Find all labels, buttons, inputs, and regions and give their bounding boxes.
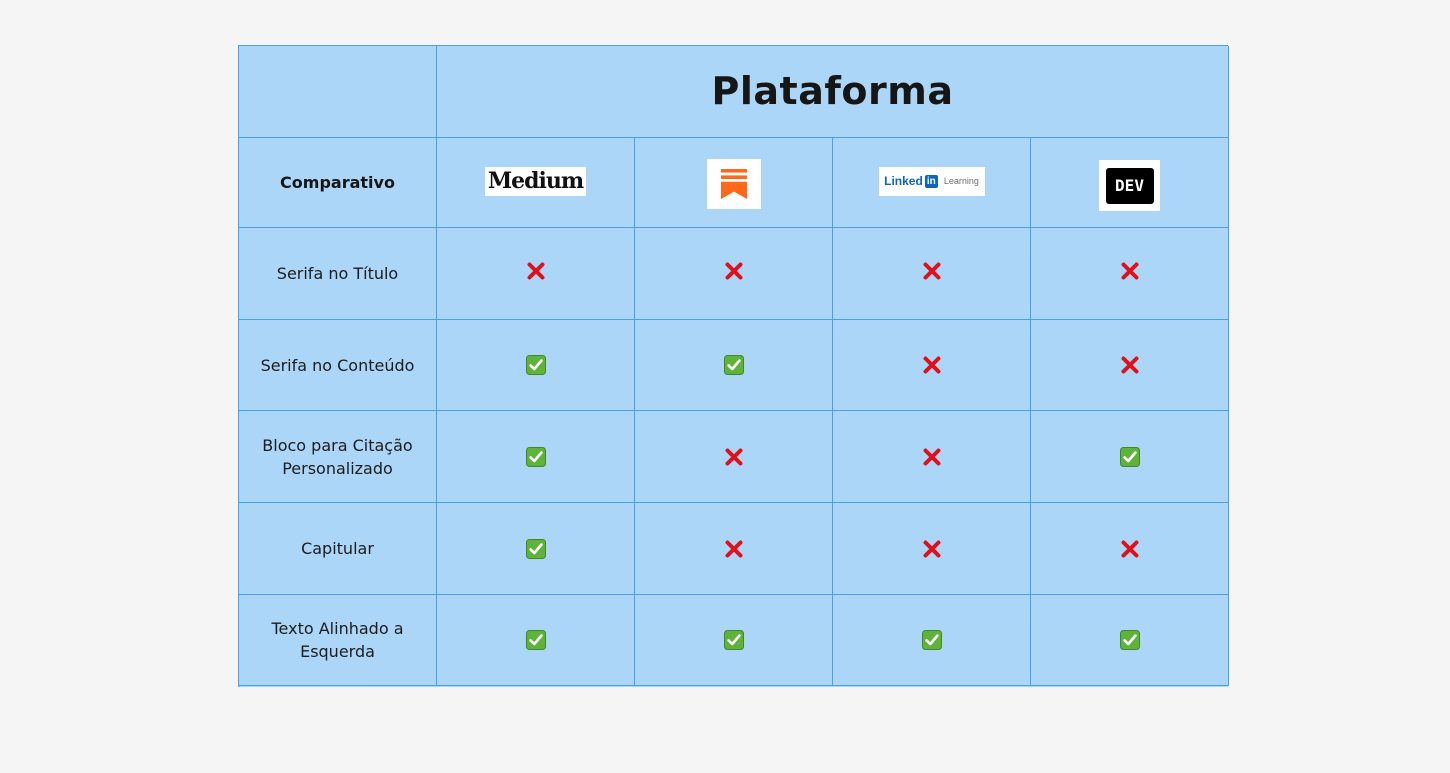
feature-value-cell (437, 228, 635, 320)
cross-mark-icon (724, 261, 744, 281)
cross-mark-icon (526, 261, 546, 281)
feature-value-cell (833, 320, 1031, 411)
check-mark-icon (723, 355, 744, 375)
feature-value-cell (437, 503, 635, 595)
check-mark-icon (525, 630, 546, 650)
platform-header-substack (635, 138, 833, 228)
feature-value-cell (833, 228, 1031, 320)
feature-value-cell (635, 595, 833, 686)
platform-header-linkedin: Linked in Learning (833, 138, 1031, 228)
feature-value-cell (437, 411, 635, 503)
dev-logo-text: DEV (1105, 167, 1154, 204)
feature-value-cell (635, 320, 833, 411)
cross-mark-icon (724, 539, 744, 559)
linkedin-learning-logo: Linked in Learning (878, 167, 985, 196)
row-label-cell: Serifa no Título (239, 228, 437, 320)
feature-value-cell (833, 503, 1031, 595)
row-label: Serifa no Conteúdo (260, 355, 415, 375)
table-title: Plataforma (711, 69, 954, 113)
row-label-cell: Texto Alinhado a Esquerda (239, 595, 437, 686)
check-mark-icon (723, 630, 744, 650)
feature-value-cell (1031, 228, 1229, 320)
linkedin-learning-text: Learning (943, 176, 979, 186)
cross-mark-icon (922, 447, 942, 467)
cross-mark-icon (922, 539, 942, 559)
row-label-cell: Serifa no Conteúdo (239, 320, 437, 411)
check-mark-icon (525, 355, 546, 375)
feature-value-cell (833, 595, 1031, 686)
feature-value-cell (1031, 503, 1229, 595)
feature-value-cell (635, 503, 833, 595)
cross-mark-icon (922, 355, 942, 375)
linkedin-wordmark: Linked in (884, 170, 938, 193)
medium-logo-text: Medium (487, 168, 584, 194)
substack-icon (720, 168, 747, 199)
row-label: Capitular (301, 539, 374, 558)
check-mark-icon (525, 446, 546, 467)
title-cell: Plataforma (437, 46, 1229, 138)
cross-mark-icon (1120, 539, 1140, 559)
feature-value-cell (437, 595, 635, 686)
cross-mark-icon (724, 447, 744, 467)
check-mark-icon (921, 630, 942, 650)
platform-header-dev: DEV (1031, 138, 1229, 228)
feature-value-cell (635, 228, 833, 320)
row-label: Serifa no Título (276, 264, 399, 283)
row-label-cell: Capitular (239, 503, 437, 595)
cross-mark-icon (922, 261, 942, 281)
cross-mark-icon (1120, 355, 1140, 375)
feature-value-cell (635, 411, 833, 503)
corner-cell (239, 46, 437, 138)
header-label: Comparativo (280, 173, 395, 192)
platform-header-medium: Medium (437, 138, 635, 228)
check-mark-icon (1119, 446, 1140, 467)
comparison-table: Plataforma Comparativo Medium Linke (238, 45, 1229, 687)
feature-value-cell (1031, 595, 1229, 686)
header-label-cell: Comparativo (239, 138, 437, 228)
substack-logo (706, 158, 761, 209)
linkedin-in-icon: in (924, 175, 938, 188)
feature-value-cell (437, 320, 635, 411)
check-mark-icon (525, 538, 546, 559)
row-label-cell: Bloco para Citação Personalizado (239, 411, 437, 503)
dev-logo: DEV (1099, 160, 1160, 211)
row-label: Bloco para Citação Personalizado (262, 435, 413, 478)
cross-mark-icon (1120, 261, 1140, 281)
feature-value-cell (1031, 320, 1229, 411)
check-mark-icon (1119, 630, 1140, 650)
feature-value-cell (1031, 411, 1229, 503)
medium-logo: Medium (485, 167, 586, 196)
feature-value-cell (833, 411, 1031, 503)
row-label: Texto Alinhado a Esquerda (271, 619, 404, 661)
